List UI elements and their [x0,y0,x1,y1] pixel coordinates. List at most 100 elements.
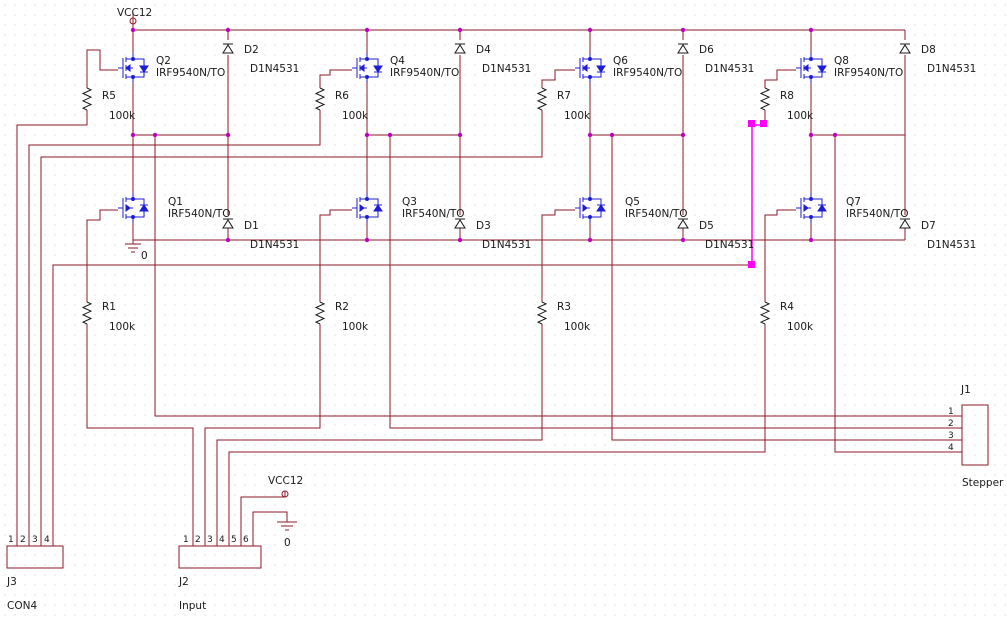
vcc-top-label: VCC12 [117,7,152,19]
junction-dot [225,132,231,138]
diode-d3-ref: D3 [476,220,491,232]
diode-d7-ref: D7 [921,220,936,232]
junction-dot [457,27,463,33]
diode-d4[interactable] [454,43,466,54]
diode-d3-part: D1N4531 [482,239,531,251]
diode-d4-part: D1N4531 [482,63,531,75]
j2-pin-5: 5 [231,535,237,545]
resistor-r4[interactable] [759,301,771,325]
mosfet-q1-part: IRF540N/TO [168,208,231,220]
j1-pin-4: 4 [948,443,954,453]
junction-dots [130,27,838,243]
connector-j3[interactable]: 1 2 3 4 J3 CON4 [6,535,64,612]
diode-d1[interactable] [222,218,234,229]
junction-dot [680,237,686,243]
j1-name: Stepper [962,477,1004,489]
junction-dot [225,237,231,243]
mosfet-q6-ref: Q6 [613,55,628,67]
mosfet-q5-ref: Q5 [625,196,640,208]
diode-d4-ref: D4 [476,44,491,56]
diode-d7[interactable] [899,218,911,229]
resistor-r8[interactable] [759,87,771,111]
mosfet-q5-part: IRF540N/TO [625,208,688,220]
junction-dot [587,132,593,138]
j2-ref: J2 [178,576,189,588]
resistor-r5[interactable] [81,87,93,111]
mosfet-q1[interactable] [118,193,149,223]
mosfet-q6[interactable] [575,53,606,83]
diode-d8-ref: D8 [921,44,936,56]
diode-d5-ref: D5 [699,220,714,232]
connector-j2[interactable]: 1 2 3 4 5 6 J2 Input [178,535,262,612]
mosfet-q4[interactable] [352,53,383,83]
mosfet-q7-ref: Q7 [846,196,861,208]
vcc-top-symbol[interactable]: VCC12 [117,7,152,25]
junction-dot [225,27,231,33]
resistor-r7[interactable] [536,87,548,111]
j3-name: CON4 [7,600,37,612]
connector-j1[interactable]: 1 2 3 4 J1 Stepper [948,384,1004,489]
wires [16,12,955,537]
diode-d1-part: D1N4531 [250,239,299,251]
j3-pin-4: 4 [44,535,50,545]
j1-pin-1: 1 [948,407,954,417]
junction-dot [680,132,686,138]
junction-dot [808,132,814,138]
resistor-r1[interactable] [81,301,93,325]
diode-d2-ref: D2 [244,44,259,56]
resistor-r6[interactable] [314,87,326,111]
mosfet-q4-part: IRF9540N/TO [390,67,459,79]
diode-d8-part: D1N4531 [927,63,976,75]
gnd-input-label: 0 [284,537,291,549]
diode-d5-part: D1N4531 [705,239,754,251]
mosfet-q3[interactable] [352,193,383,223]
diode-d1-ref: D1 [244,220,259,232]
junction-dot [457,237,463,243]
mosfet-q2-ref: Q2 [156,55,171,67]
selected-wire[interactable] [748,120,767,268]
resistor-r3-value: 100k [564,321,591,333]
diode-d6-part: D1N4531 [705,63,754,75]
gnd-input-symbol[interactable]: 0 [277,521,297,549]
mosfet-q8-part: IRF9540N/TO [834,67,903,79]
mosfet-q5[interactable] [575,193,606,223]
j2-pin-6: 6 [243,535,249,545]
mosfet-q3-part: IRF540N/TO [402,208,465,220]
mosfet-q7[interactable] [796,193,827,223]
diode-d3[interactable] [454,218,466,229]
resistor-r2-ref: R2 [335,301,349,313]
mosfet-q2[interactable] [118,53,149,83]
junction-dot [587,237,593,243]
mosfet-q4-ref: Q4 [390,55,405,67]
diode-d8[interactable] [899,43,911,54]
diode-d2[interactable] [222,43,234,54]
j2-pin-2: 2 [195,535,201,545]
mosfet-q1-ref: Q1 [168,196,183,208]
mosfet-q8[interactable] [796,53,827,83]
j3-ref: J3 [6,576,17,588]
junction-dot [587,27,593,33]
j1-pin-3: 3 [948,431,954,441]
junction-dot [364,237,370,243]
junction-dot [130,132,136,138]
junction-dot [457,132,463,138]
vcc-input-symbol[interactable]: VCC12 [268,475,303,498]
mosfet-q3-ref: Q3 [402,196,417,208]
junction-dot [130,27,136,33]
diode-d2-part: D1N4531 [250,63,299,75]
resistor-r3[interactable] [536,301,548,325]
resistor-r1-ref: R1 [102,301,116,313]
gnd-top-symbol[interactable]: 0 [125,240,148,262]
diode-d5[interactable] [677,218,689,229]
j2-pin-3: 3 [207,535,213,545]
diode-d6[interactable] [677,43,689,54]
gnd-top-label: 0 [141,250,148,262]
mosfet-q2-part: IRF9540N/TO [156,67,225,79]
vcc-input-label: VCC12 [268,475,303,487]
j3-pin-1: 1 [8,535,14,545]
resistor-r3-ref: R3 [557,301,571,313]
junction-dot [808,237,814,243]
resistor-r2[interactable] [314,301,326,325]
